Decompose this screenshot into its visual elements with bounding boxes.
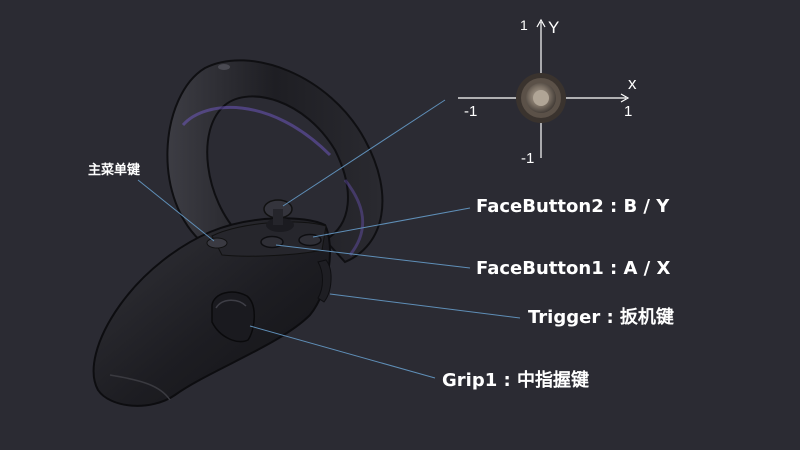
facebutton1-label: FaceButton1 : A / X (476, 258, 671, 279)
leader-line-menu (137, 179, 215, 242)
y-axis-arrow (536, 18, 546, 28)
menu-button-label: 主菜单键 (88, 163, 141, 178)
menu-button (206, 237, 228, 249)
grip-button (211, 291, 255, 343)
thumbstick-axis-diagram (458, 18, 630, 158)
y-axis-max: 1 (520, 17, 528, 33)
facebutton2-label: FaceButton2 : B / Y (476, 196, 670, 217)
trigger-label: Trigger : 扳机键 (528, 307, 674, 328)
leader-line-facebutton1 (275, 244, 471, 269)
thumbstick-icon (516, 73, 566, 123)
leader-line-trigger (329, 293, 521, 319)
trigger (317, 259, 332, 303)
x-axis-min: -1 (464, 103, 478, 120)
leader-lines (137, 99, 521, 379)
grip-label: Grip1 : 中指握键 (442, 370, 589, 391)
x-axis-arrow (620, 93, 630, 103)
x-axis-max: 1 (624, 103, 633, 120)
leader-line-thumbstick (282, 99, 446, 207)
controller-thumbstick (263, 199, 294, 232)
x-axis-label: x (628, 74, 637, 93)
leader-line-grip (249, 325, 436, 379)
leader-line-facebutton2 (312, 207, 471, 238)
y-axis-label: Y (548, 18, 560, 37)
y-axis-min: -1 (521, 150, 535, 167)
